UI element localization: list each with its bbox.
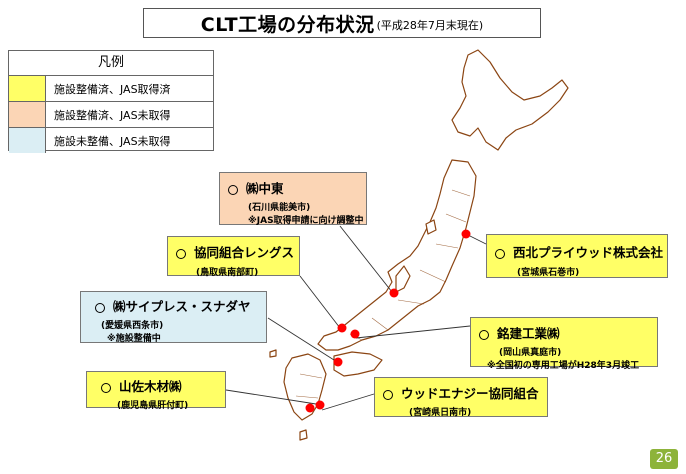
legend-row: 施設整備済、JAS取得済: [9, 76, 213, 102]
circle-icon: [479, 329, 489, 340]
callout-note: ※施設整備中: [107, 334, 161, 344]
title-box: CLT工場の分布状況 (平成28年7月末現在): [143, 8, 541, 38]
legend-heading: 凡例: [9, 51, 213, 76]
callout-nakahigashi: ㈱中東 (石川県能美市) ※JAS取得申請に向け調整中: [219, 172, 367, 226]
callout-location: (宮崎県日南市): [409, 408, 472, 418]
callout-location: (愛媛県西条市): [101, 321, 164, 331]
callout-location: (鳥取県南部町): [196, 268, 259, 278]
legend-swatch: [9, 102, 46, 127]
page-subtitle: (平成28年7月末現在): [376, 19, 484, 32]
callout-yamasa: 山佐木材㈱ (鹿児島県肝付町): [86, 371, 226, 411]
hokkaido-outline: [451, 49, 569, 151]
callout-location: (鹿児島県肝付町): [117, 401, 189, 411]
marker-meiken: [350, 329, 360, 339]
callout-name: 山佐木材㈱: [119, 379, 182, 394]
callout-woodenergy: ウッドエナジー協同組合 (宮崎県日南市): [374, 377, 548, 418]
callout-name: 銘建工業㈱: [497, 326, 560, 341]
legend-label: 施設未整備、JAS未取得: [54, 134, 171, 148]
circle-icon: [228, 184, 238, 195]
circle-icon: [176, 248, 186, 259]
legend-label: 施設整備済、JAS取得済: [54, 82, 171, 96]
shikoku-outline: [333, 351, 383, 377]
callout-name: ㈱中東: [246, 181, 284, 196]
callout-name: ㈱サイプレス・スナダヤ: [113, 299, 251, 314]
kyushu-outline: [283, 353, 327, 421]
circle-icon: [495, 248, 505, 259]
callout-name: ウッドエナジー協同組合: [401, 386, 539, 401]
callout-name: 西北プライウッド株式会社: [513, 245, 664, 260]
callout-note: ※全国初の専用工場がH28年3月竣工: [487, 361, 640, 371]
honshu-outline: [317, 159, 477, 351]
callout-location: (宮城県石巻市): [517, 268, 580, 278]
circle-icon: [383, 389, 393, 400]
marker-lengus: [337, 323, 347, 333]
callout-lengus: 協同組合レングス (鳥取県南部町): [167, 236, 300, 278]
callout-cypress: ㈱サイプレス・スナダヤ (愛媛県西条市) ※施設整備中: [80, 291, 267, 344]
circle-icon: [95, 302, 105, 313]
page-title: CLT工場の分布状況: [200, 13, 375, 36]
island-1: [269, 349, 277, 358]
callout-meiken: 銘建工業㈱ (岡山県真庭市) ※全国初の専用工場がH28年3月竣工: [470, 317, 658, 371]
circle-icon: [101, 382, 111, 393]
legend-label: 施設整備済、JAS未取得: [54, 108, 171, 122]
marker-nakahigashi: [389, 288, 399, 298]
page-number: 26: [650, 449, 678, 469]
legend-row: 施設未整備、JAS未取得: [9, 128, 213, 153]
sado-outline: [425, 219, 437, 235]
legend-swatch: [9, 76, 46, 101]
callout-seihoku: 西北プライウッド株式会社 (宮城県石巻市): [486, 234, 668, 278]
callout-location: (岡山県真庭市): [499, 348, 562, 358]
callout-note: ※JAS取得申請に向け調整中: [248, 216, 364, 226]
legend-swatch: [9, 128, 46, 153]
marker-seihoku: [461, 229, 471, 239]
marker-cypress: [333, 357, 343, 367]
legend-row: 施設整備済、JAS未取得: [9, 102, 213, 128]
island-2: [299, 429, 308, 441]
callout-location: (石川県能美市): [248, 203, 311, 213]
legend: 凡例 施設整備済、JAS取得済 施設整備済、JAS未取得 施設未整備、JAS未取…: [8, 50, 214, 153]
callout-name: 協同組合レングス: [194, 245, 295, 260]
marker-woodenergy: [315, 400, 325, 410]
marker-yamasa: [305, 403, 315, 413]
